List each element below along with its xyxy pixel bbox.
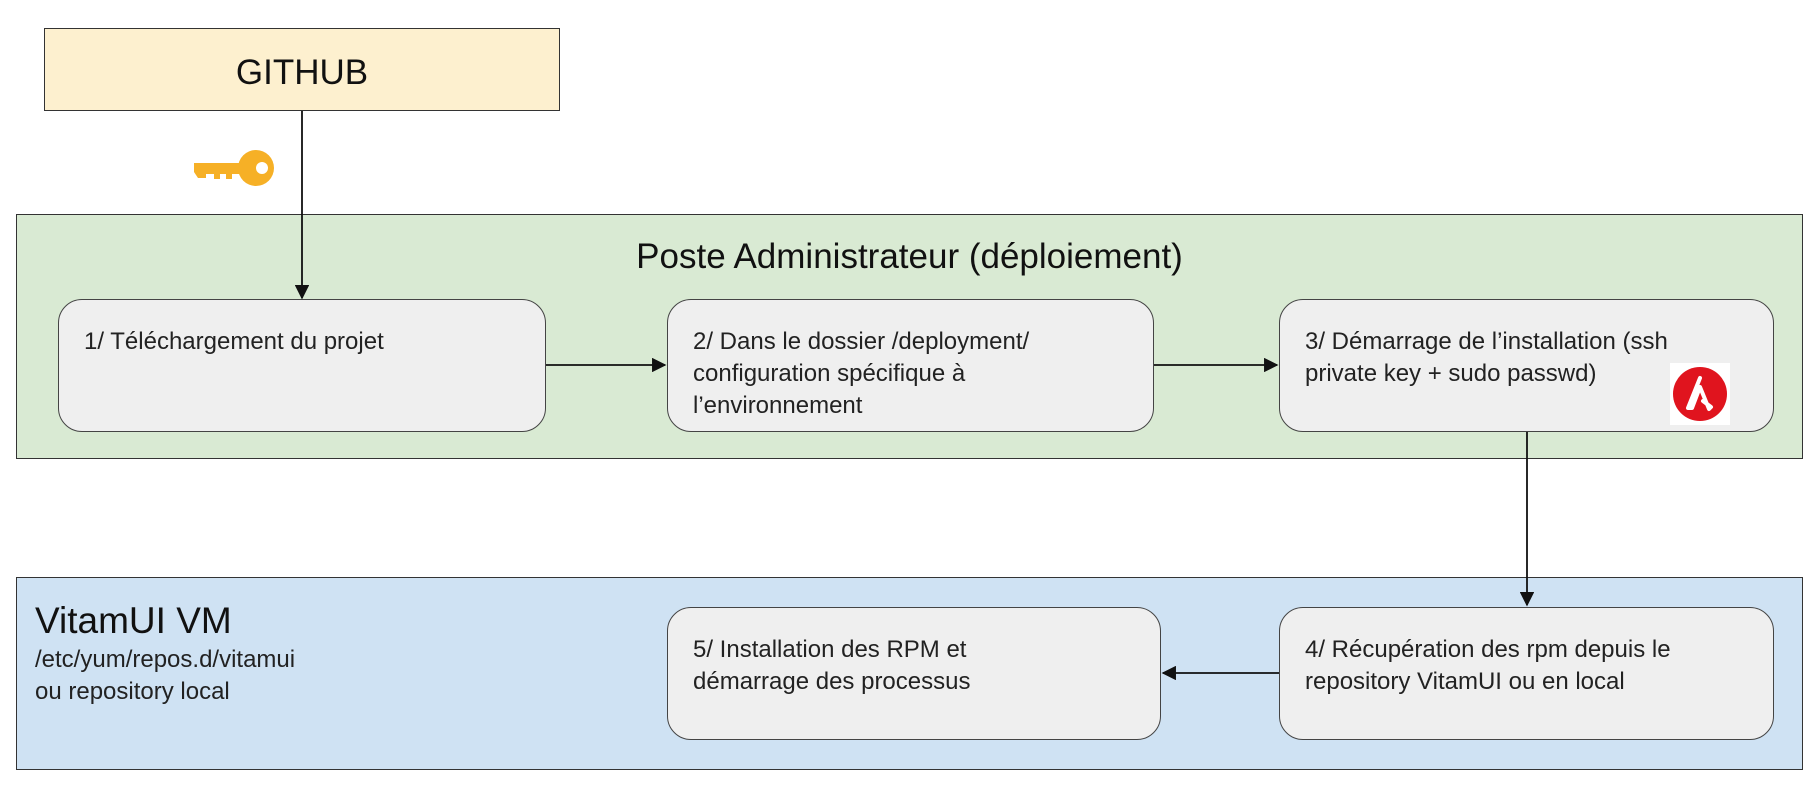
step-text-line: 2/ Dans le dossier /deployment/ bbox=[693, 328, 1030, 355]
step-2-text: 2/ Dans le dossier /deployment/ configur… bbox=[693, 326, 1137, 422]
step-text-line: repository VitamUI ou en local bbox=[1305, 668, 1625, 695]
step-text-line: private key + sudo passwd) bbox=[1305, 360, 1597, 387]
step-text-line: l’environnement bbox=[693, 392, 863, 419]
step-3-text: 3/ Démarrage de l’installation (ssh priv… bbox=[1305, 326, 1757, 390]
step-1-text: 1/ Téléchargement du projet bbox=[84, 326, 529, 358]
step-5-install-rpm: 5/ Installation des RPM et démarrage des… bbox=[667, 607, 1161, 740]
step-1-download-project: 1/ Téléchargement du projet bbox=[58, 299, 546, 432]
step-4-fetch-rpm: 4/ Récupération des rpm depuis le reposi… bbox=[1279, 607, 1774, 740]
vm-zone-subtitle: /etc/yum/repos.d/vitamui ou repository l… bbox=[35, 644, 295, 708]
vm-subtitle-line: /etc/yum/repos.d/vitamui bbox=[35, 646, 296, 673]
step-4-text: 4/ Récupération des rpm depuis le reposi… bbox=[1305, 634, 1757, 698]
step-text-line: 4/ Récupération des rpm depuis le bbox=[1305, 636, 1671, 663]
vm-subtitle-line: ou repository local bbox=[35, 678, 230, 705]
github-label: GITHUB bbox=[235, 53, 369, 92]
step-text-line: 3/ Démarrage de l’installation (ssh bbox=[1305, 328, 1668, 355]
step-5-text: 5/ Installation des RPM et démarrage des… bbox=[693, 634, 1144, 698]
step-text-line: configuration spécifique à bbox=[693, 360, 966, 387]
key-icon bbox=[194, 150, 274, 186]
vm-zone-title: VitamUI VM bbox=[35, 600, 232, 641]
step-text-line: 5/ Installation des RPM et bbox=[693, 636, 967, 663]
admin-zone-title: Poste Administrateur (déploiement) bbox=[636, 237, 1183, 276]
step-text-line: démarrage des processus bbox=[693, 668, 971, 695]
step-2-deployment-config: 2/ Dans le dossier /deployment/ configur… bbox=[667, 299, 1154, 432]
step-text-line: 1/ Téléchargement du projet bbox=[84, 328, 384, 355]
ansible-logo-icon bbox=[1670, 363, 1730, 425]
github-box: GITHUB bbox=[44, 28, 560, 111]
